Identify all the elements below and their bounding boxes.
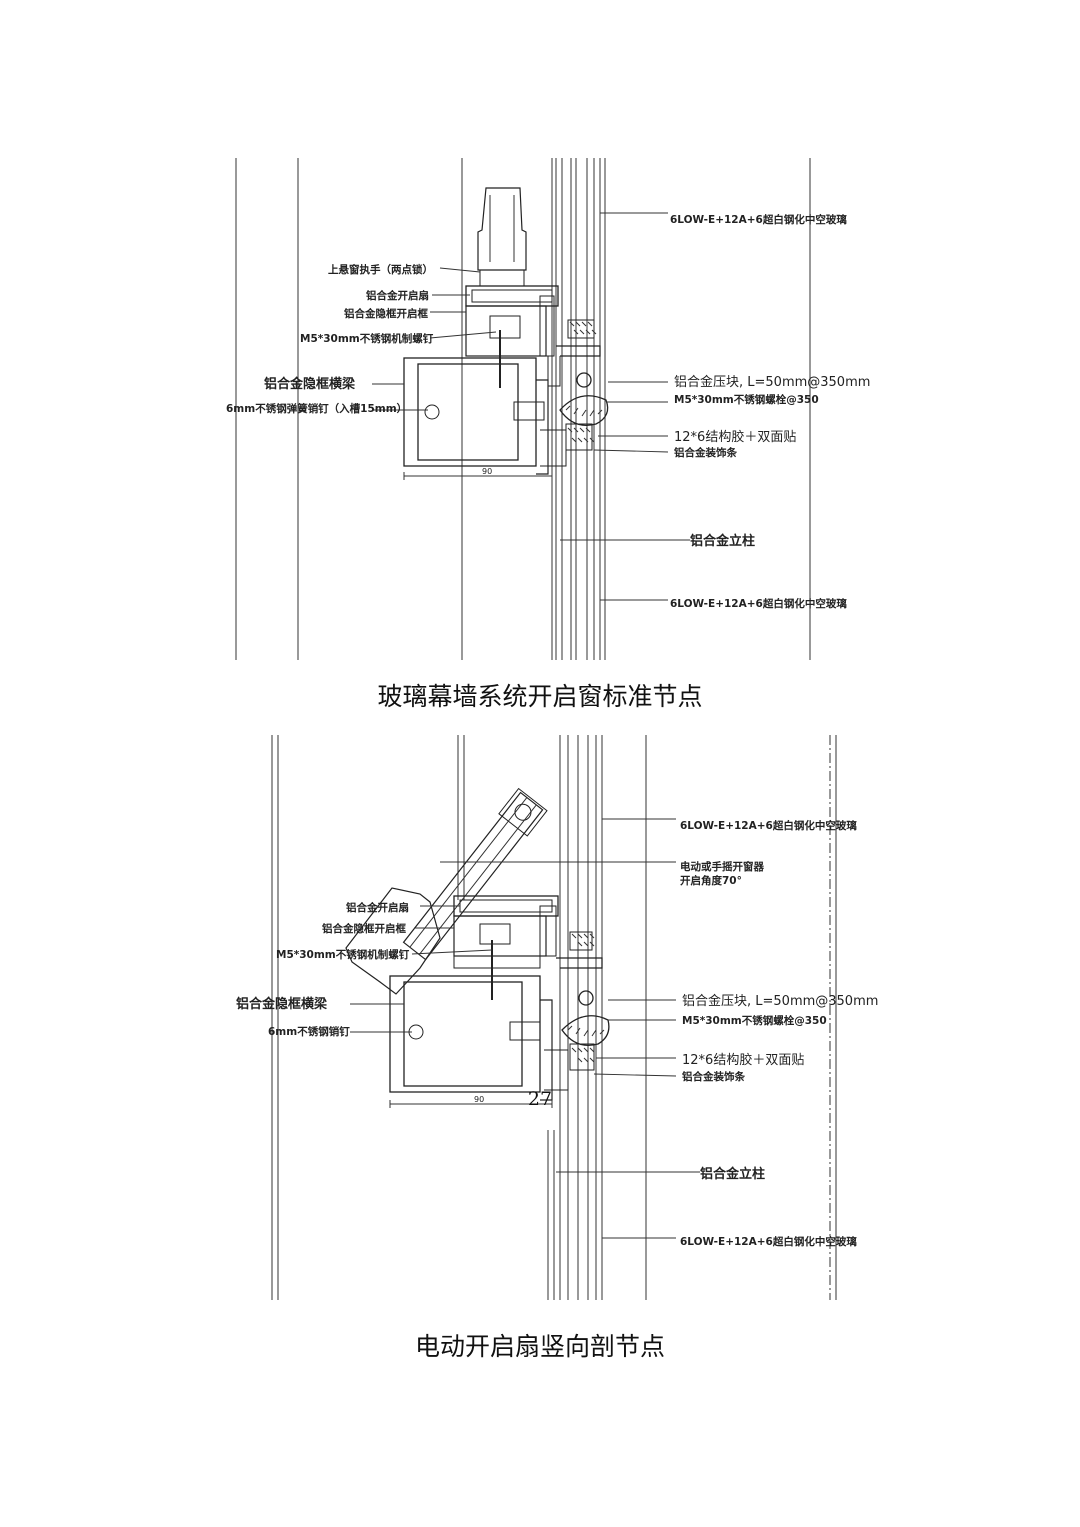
opening-angle-label: 开启角度70° [680, 874, 742, 887]
sash-label: 铝合金开启扇 [366, 289, 429, 302]
hidden-frame-label: 铝合金隐框开启框 [322, 922, 406, 935]
mullion-label: 铝合金立柱 [690, 533, 755, 549]
opener-label: 电动或手摇开窗器 [680, 860, 764, 873]
figure-caption-1: 玻璃幕墙系统开启窗标准节点 [377, 682, 703, 711]
cover-label: 铝合金装饰条 [674, 446, 737, 459]
page-number: 27 [527, 1088, 553, 1110]
dimension-label: 90 [474, 1095, 484, 1104]
hidden-frame-label: 铝合金隐框开启框 [344, 307, 428, 320]
pin-label: 6mm不锈钢弹簧销钉（入槽15mm） [226, 402, 407, 415]
electric-vent-section-drawing: 90 6LOW-E+12A+6超白钢化中空玻璃 电动或手摇开窗器 开启角度70°… [236, 735, 878, 1300]
transom-label: 铝合金隐框横梁 [264, 376, 356, 392]
glass-spec-label: 6LOW-E+12A+6超白钢化中空玻璃 [670, 213, 847, 226]
glass-spec-bottom-label: 6LOW-E+12A+6超白钢化中空玻璃 [680, 1235, 857, 1248]
bolt-label: M5*30mm不锈钢螺栓@350 [682, 1014, 827, 1027]
glass-spec-bottom-label: 6LOW-E+12A+6超白钢化中空玻璃 [670, 597, 847, 610]
bolt-label: M5*30mm不锈钢螺栓@350 [674, 393, 819, 406]
handle-label: 上悬窗执手（两点锁） [328, 263, 433, 276]
sash-label: 铝合金开启扇 [346, 901, 409, 914]
dimension-label: 90 [482, 467, 492, 476]
glass-spec-label: 6LOW-E+12A+6超白钢化中空玻璃 [680, 819, 857, 832]
screw-label: M5*30mm不锈钢机制螺钉 [300, 332, 434, 345]
sealant-label: 12*6结构胶＋双面贴 [674, 429, 796, 445]
screw-label: M5*30mm不锈钢机制螺钉 [276, 948, 410, 961]
cover-label: 铝合金装饰条 [682, 1070, 745, 1083]
pressure-plate-label: 铝合金压块, L=50mm@350mm [674, 374, 870, 390]
curtain-wall-window-detail-drawing: 90 6LOW-E+12A+6超白钢化中空玻璃 上悬窗执手（两点锁） 铝合金开启… [226, 158, 870, 660]
mullion-label: 铝合金立柱 [700, 1166, 765, 1182]
pressure-plate-label: 铝合金压块, L=50mm@350mm [682, 993, 878, 1009]
pin-label: 6mm不锈钢销钉 [268, 1025, 350, 1038]
figure-caption-2: 电动开启扇竖向剖节点 [414, 1332, 665, 1361]
sealant-label: 12*6结构胶＋双面贴 [682, 1052, 804, 1068]
transom-label: 铝合金隐框横梁 [236, 996, 328, 1012]
